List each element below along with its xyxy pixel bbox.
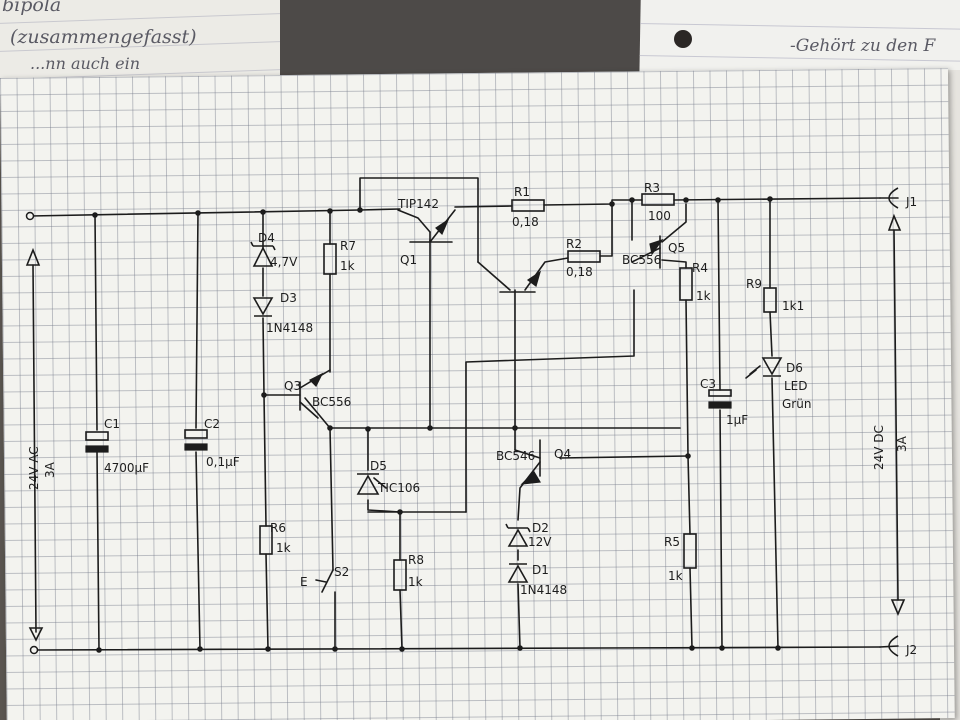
output-voltage-arrow: [887, 213, 906, 617]
r5-value: 1k: [668, 569, 683, 583]
j1-label: J1: [905, 195, 917, 209]
s2-side: E: [300, 575, 308, 589]
c2-ref: C2: [204, 417, 220, 431]
r1-value: 0,18: [512, 215, 539, 229]
wires: [29, 177, 899, 651]
output-current-label: 3A: [895, 435, 909, 452]
r3-ref: R3: [644, 181, 660, 195]
r9-value: 1k1: [782, 299, 804, 313]
r8-ref: R8: [408, 553, 424, 567]
d3-diode-icon: [252, 297, 274, 317]
q3-transistor-icon: [299, 369, 331, 419]
c2-capacitor-icon: [184, 429, 208, 451]
r6-value: 1k: [276, 541, 291, 555]
r8-resistor-icon: [393, 559, 407, 591]
q1-ref: Q1: [400, 253, 417, 267]
j2-connector-icon: [888, 635, 899, 657]
q4-ref: Q4: [554, 447, 571, 461]
q5-value: BC556: [622, 253, 661, 267]
r4-value: 1k: [696, 289, 711, 303]
r8-value: 1k: [408, 575, 423, 589]
d2-value: 12V: [528, 535, 552, 549]
r2-resistor-icon: [567, 250, 601, 263]
q1-transistor-icon: [409, 209, 456, 243]
r5-ref: R5: [664, 535, 680, 549]
c1-ref: C1: [104, 417, 120, 431]
r6-ref: R6: [270, 521, 286, 535]
d6-value: LED: [784, 379, 808, 393]
c1-value: 4700µF: [104, 461, 149, 475]
q2-transistor-icon: [499, 270, 542, 293]
output-voltage-label: 24V DC: [872, 425, 886, 470]
j2-label: J2: [905, 643, 917, 657]
q5-transistor-icon: [649, 235, 664, 269]
d2-zener-icon: [505, 523, 531, 547]
d5-ref: D5: [370, 459, 387, 473]
note-text-right: -Gehört zu den F: [790, 36, 936, 56]
s2-ref: S2: [334, 565, 349, 579]
input-terminal-bottom: [29, 645, 39, 655]
r3-value: 100: [648, 209, 671, 223]
note-text-line3: ...nn auch ein: [30, 54, 141, 73]
punch-hole: [674, 30, 692, 48]
r1-resistor-icon: [511, 199, 545, 212]
input-current-label: 3A: [43, 461, 57, 478]
d6-ref: D6: [786, 361, 803, 375]
d1-value: 1N4148: [520, 583, 567, 597]
r2-value: 0,18: [566, 265, 593, 279]
d2-ref: D2: [532, 521, 549, 535]
d6-led-icon: [745, 357, 783, 379]
r7-ref: R7: [340, 239, 356, 253]
q1-value: TIP142: [397, 197, 439, 211]
r3-resistor-icon: [641, 193, 675, 206]
c1-capacitor-icon: [85, 431, 109, 453]
d4-ref: D4: [258, 231, 275, 245]
s2-switch-icon: [315, 569, 334, 593]
d4-zener-icon: [250, 233, 276, 267]
r9-resistor-icon: [763, 287, 777, 313]
r4-ref: R4: [692, 261, 708, 275]
q4-transistor-icon: [520, 439, 541, 485]
r4-resistor-icon: [679, 267, 693, 301]
d1-ref: D1: [532, 563, 549, 577]
r2-ref: R2: [566, 237, 582, 251]
c3-capacitor-icon: [708, 389, 732, 409]
d6-value2: Grün: [782, 397, 811, 411]
c2-value: 0,1µF: [206, 455, 240, 469]
d5-thyristor-icon: [356, 473, 387, 495]
r7-resistor-icon: [323, 243, 337, 275]
dark-paper: [280, 0, 650, 80]
r9-ref: R9: [746, 277, 762, 291]
note-text-line1: bipola: [2, 0, 62, 16]
c3-ref: C3: [700, 377, 716, 391]
d3-value: 1N4148: [266, 321, 313, 335]
d5-value: TIC106: [377, 481, 420, 495]
q3-value: BC556: [312, 395, 351, 409]
c3-value: 1µF: [726, 413, 748, 427]
background-notes: bipola (zusammengefasst) ...nn auch ein …: [0, 0, 960, 96]
q4-value: BC546: [496, 449, 535, 463]
d3-ref: D3: [280, 291, 297, 305]
r6-resistor-icon: [259, 525, 273, 555]
r7-value: 1k: [340, 259, 355, 273]
note-text-line2: (zusammengefasst): [10, 26, 197, 48]
j1-connector-icon: [888, 187, 899, 209]
q5-ref: Q5: [668, 241, 685, 255]
q3-ref: Q3: [284, 379, 301, 393]
d1-diode-icon: [507, 563, 529, 583]
input-terminal-top: [25, 211, 35, 221]
r1-ref: R1: [514, 185, 530, 199]
input-voltage-label: 24V AC: [27, 446, 41, 490]
r5-resistor-icon: [683, 533, 697, 569]
junction-dots: [92, 196, 781, 653]
d4-value: 4,7V: [270, 255, 298, 269]
input-voltage-arrow: [25, 247, 44, 642]
